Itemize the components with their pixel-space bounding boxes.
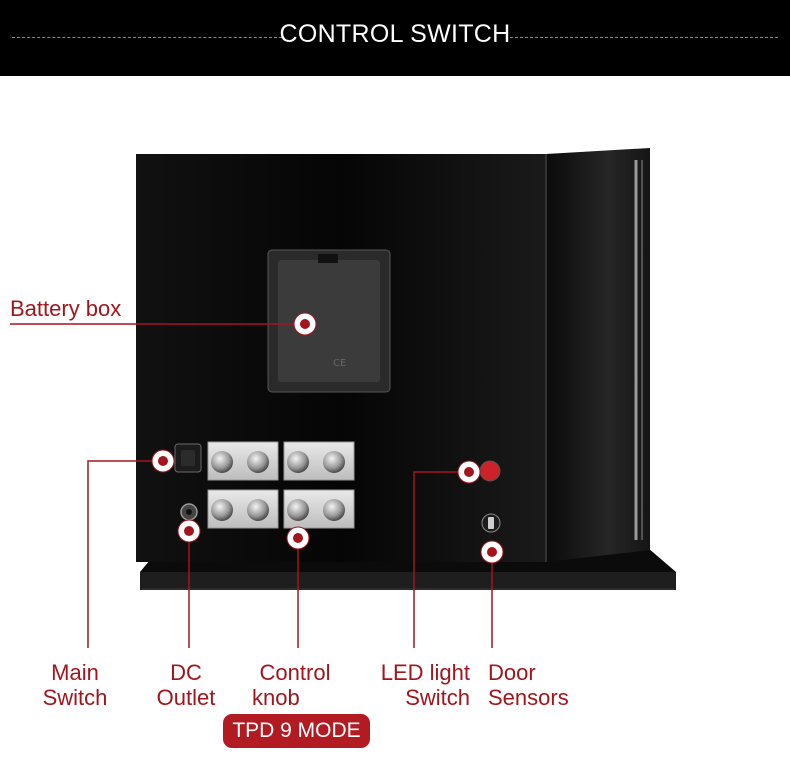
callout-markers xyxy=(151,312,504,564)
knob-icon xyxy=(247,451,269,473)
led-light-switch xyxy=(479,460,501,482)
battery-box-label: Battery box xyxy=(10,296,122,321)
callout-lines xyxy=(10,323,493,648)
knob-icon xyxy=(211,451,233,473)
control-knob-panel xyxy=(207,441,355,529)
banner-divider-right xyxy=(510,37,778,38)
dc-outlet xyxy=(180,503,198,521)
header-banner: CONTROL SWITCH xyxy=(0,0,790,76)
knob-icon xyxy=(211,499,233,521)
main-switch xyxy=(174,443,202,473)
box-side-panel xyxy=(546,148,650,562)
svg-text:CE: CE xyxy=(333,358,346,369)
knob-icon xyxy=(323,451,345,473)
battery-box: CE xyxy=(267,249,391,393)
door-sensor xyxy=(481,513,501,533)
knob-icon xyxy=(247,499,269,521)
knob-icon xyxy=(287,499,309,521)
page-title: CONTROL SWITCH xyxy=(279,20,511,48)
knob-icon xyxy=(323,499,345,521)
knob-icon xyxy=(287,451,309,473)
banner-divider-left xyxy=(12,37,282,38)
mode-badge: TPD 9 MODE xyxy=(223,714,370,748)
